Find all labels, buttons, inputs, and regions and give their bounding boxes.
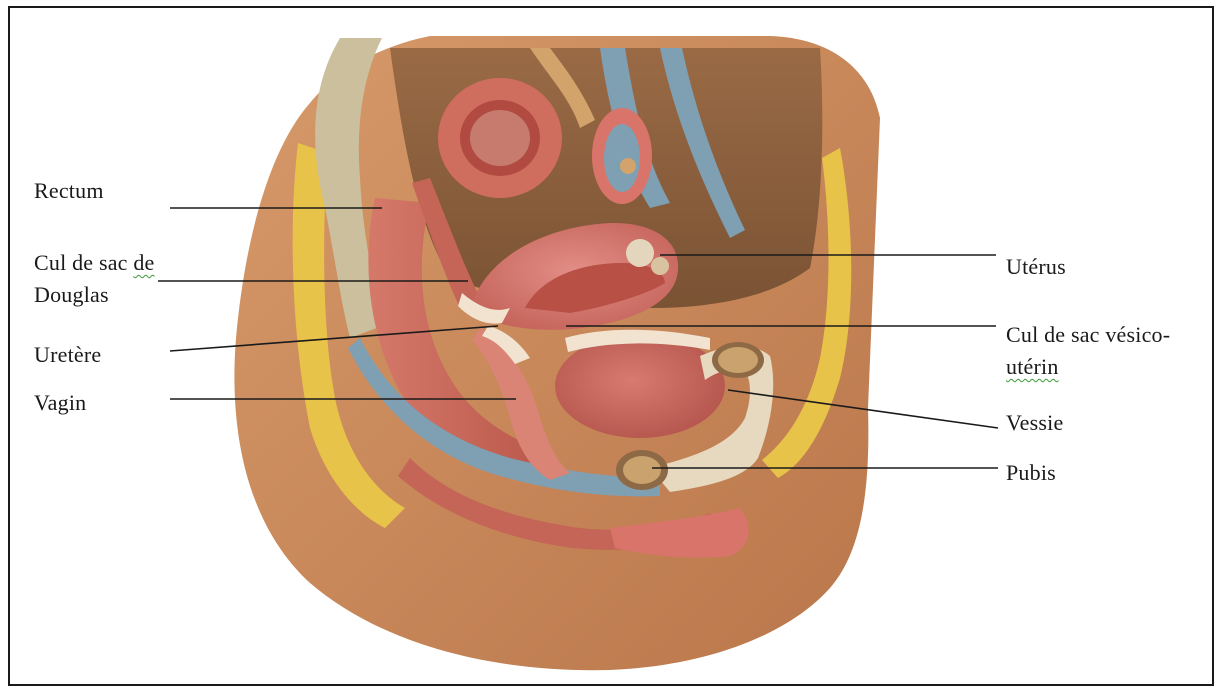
label-rectum: Rectum	[34, 176, 104, 205]
label-uretere: Uretère	[34, 340, 101, 369]
label-uterin: utérin	[1006, 352, 1059, 381]
figure-frame: Rectum Cul de sac de Douglas Uretère Vag…	[8, 6, 1214, 686]
bladder	[555, 334, 725, 438]
label-cul-de-sac-douglas: Cul de sac de	[34, 248, 155, 277]
ovary-small	[626, 239, 654, 267]
label-douglas: Douglas	[34, 280, 109, 309]
label-cul-de-sac-douglas-text: Cul de sac	[34, 250, 133, 275]
label-uterus: Utérus	[1006, 252, 1066, 281]
label-cul-de-sac-vesico: Cul de sac vésico-	[1006, 320, 1170, 349]
label-pubis: Pubis	[1006, 458, 1056, 487]
label-cul-de-sac-douglas-flagged-word: de	[133, 250, 154, 275]
label-vagin: Vagin	[34, 388, 86, 417]
label-vessie: Vessie	[1006, 408, 1063, 437]
